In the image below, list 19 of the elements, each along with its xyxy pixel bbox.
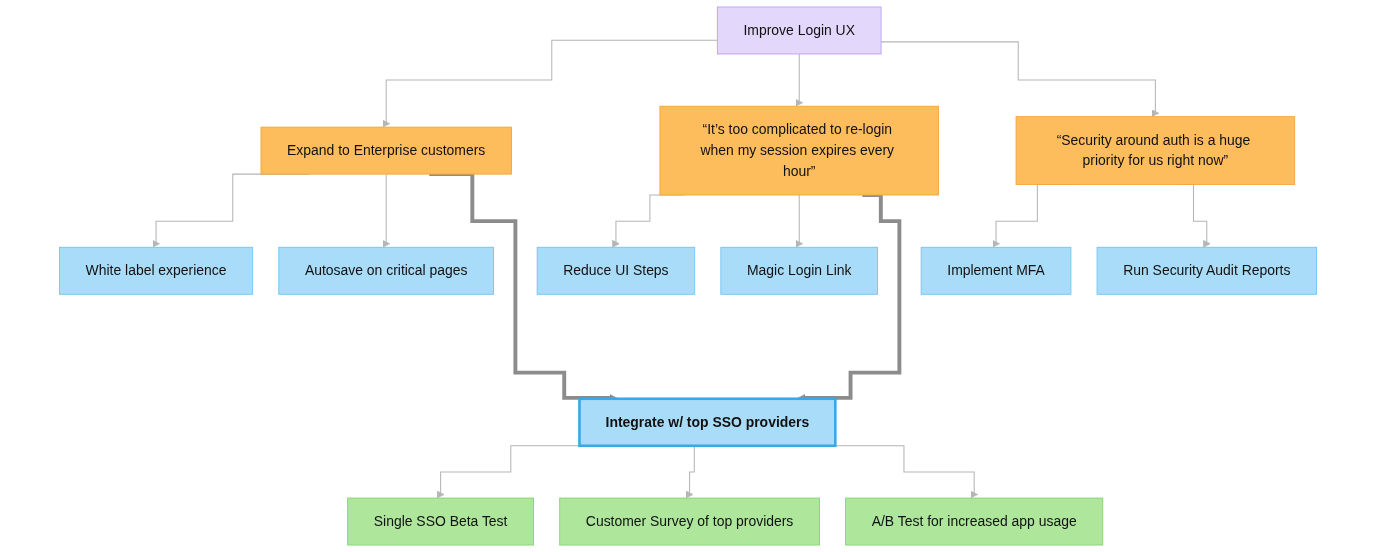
node-box: Magic Login Link (720, 246, 879, 295)
arrow (795, 194, 804, 248)
node-box: Reduce UI Steps (536, 246, 696, 295)
node-box: Improve Login UX (716, 6, 882, 55)
node-box: Single SSO Beta Test (347, 497, 534, 546)
arrow (382, 173, 390, 248)
node-box: Autosave on critical pages (278, 246, 495, 295)
node-box: “It’s too complicated to re-login when my session expires every hour” (659, 105, 939, 196)
node-box: “Security around auth is a huge priority for us right now” (1015, 116, 1296, 185)
arrow (795, 53, 804, 107)
arrow (382, 39, 718, 128)
arrow (880, 41, 1160, 117)
node-box: Integrate w/ top SSO providers (578, 397, 837, 448)
node-box: Implement MFA (920, 246, 1072, 295)
node-box: Customer Survey of top providers (559, 497, 820, 546)
node-box: A/B Test for increased app usage (845, 497, 1104, 546)
node-box: Run Security Audit Reports (1096, 246, 1317, 295)
node-box: White label experience (59, 246, 254, 295)
node-box: Expand to Enterprise customers (260, 126, 512, 175)
